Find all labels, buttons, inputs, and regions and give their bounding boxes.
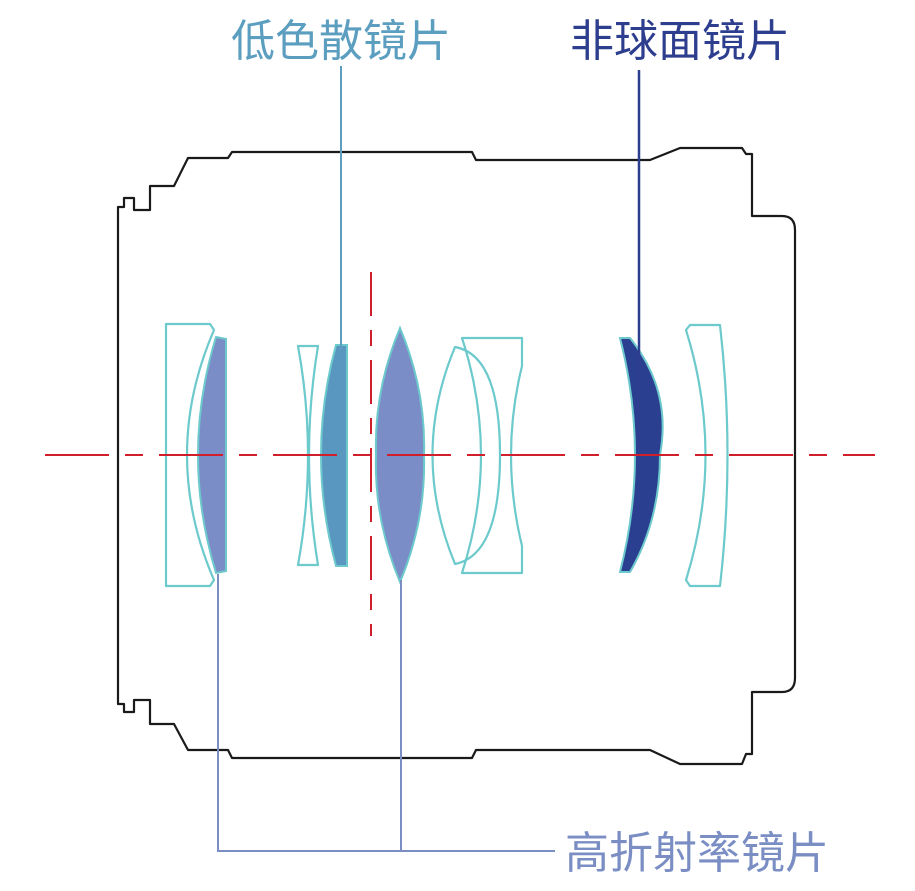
low-dispersion-label: 低色散镜片 [231, 16, 451, 67]
high-refractive-label: 高折射率镜片 [565, 828, 829, 879]
plain-lens-element-1 [164, 322, 216, 588]
plain-lens-group [164, 322, 729, 588]
plain-lens-element-5 [684, 323, 729, 588]
plain-lens-element-3 [460, 336, 524, 575]
plain-lens-element-4 [431, 345, 502, 566]
aspherical-label: 非球面镜片 [570, 16, 790, 67]
high-refractive-leader-line [217, 574, 555, 852]
plain-lens-element-2 [296, 344, 320, 567]
lens-barrel-outline [116, 146, 797, 766]
